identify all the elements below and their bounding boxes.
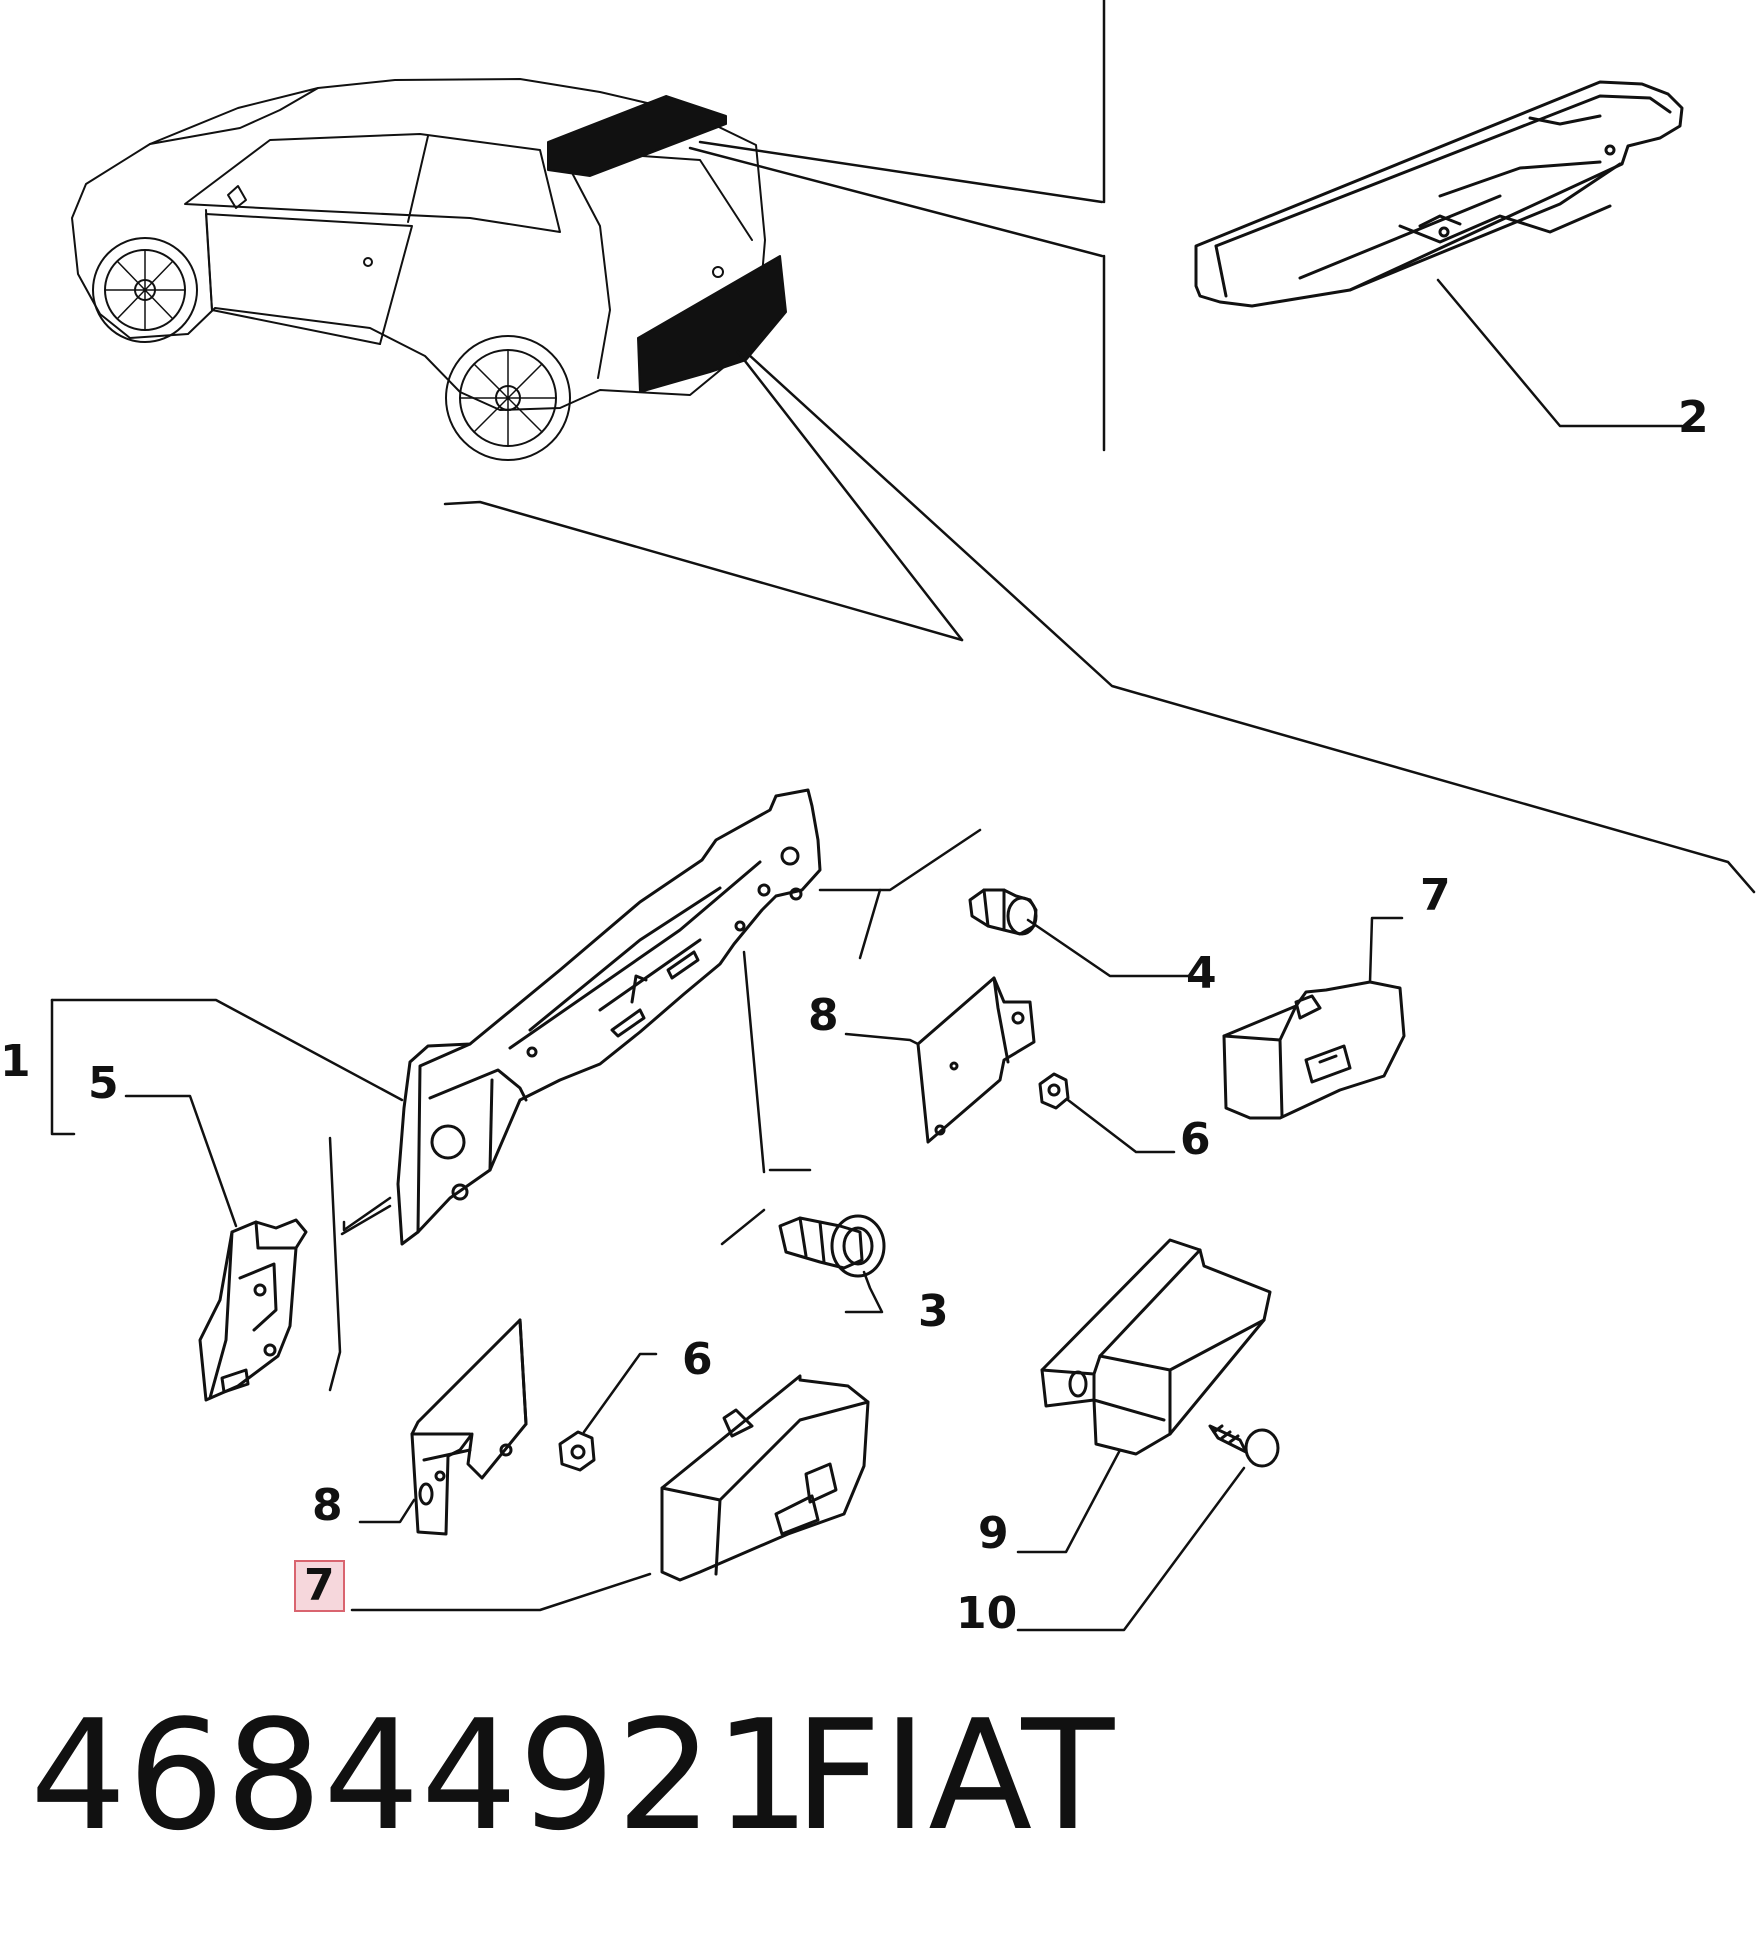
part-5-left-bracket: [198, 1218, 308, 1402]
part-2-upper-reinforcement: [1194, 80, 1684, 308]
part-8-upper-bracket: [916, 976, 1036, 1144]
callout-label-5: 5: [88, 1058, 119, 1109]
part-4-bumper-stop: [968, 888, 1038, 936]
brand-name: FIAT: [794, 1687, 1116, 1864]
callout-label-2: 2: [1678, 392, 1709, 443]
callout-label-9: 9: [978, 1508, 1009, 1559]
callout-label-8-lower: 8: [312, 1480, 343, 1531]
callout-label-3: 3: [918, 1286, 949, 1337]
callout-leader-lines: [50, 278, 1684, 1632]
part-3-rubber-buffer: [778, 1214, 886, 1278]
part-6-upper-nut: [1038, 1072, 1070, 1110]
car-leader-lines: [443, 0, 1756, 894]
callout-label-8-upper: 8: [808, 990, 839, 1041]
part-10-screw: [1208, 1424, 1280, 1468]
part-1-rear-crossmember: [396, 788, 822, 1246]
callout-label-6-upper: 6: [1180, 1114, 1211, 1165]
part-1-leader-lines: [328, 828, 982, 1392]
callout-label-10: 10: [956, 1588, 1018, 1639]
callout-label-6-lower: 6: [682, 1334, 713, 1385]
part-number: 46844921: [30, 1687, 812, 1864]
part-6-lower-nut: [558, 1430, 596, 1472]
part-8-lower-bracket: [410, 1318, 528, 1536]
callout-label-1: 1: [0, 1036, 31, 1087]
callout-label-4: 4: [1186, 948, 1217, 999]
car-roof-spoiler-area: [547, 95, 727, 177]
callout-label-7-highlighted[interactable]: 7: [294, 1560, 345, 1612]
callout-label-7-upper: 7: [1420, 870, 1451, 921]
car-rear-panel-area: [637, 255, 787, 393]
part-7-lower-bumper-pad: [660, 1374, 870, 1582]
part-7-upper-bumper-pad: [1222, 980, 1406, 1120]
part-9-bracket-block: [1040, 1238, 1272, 1456]
